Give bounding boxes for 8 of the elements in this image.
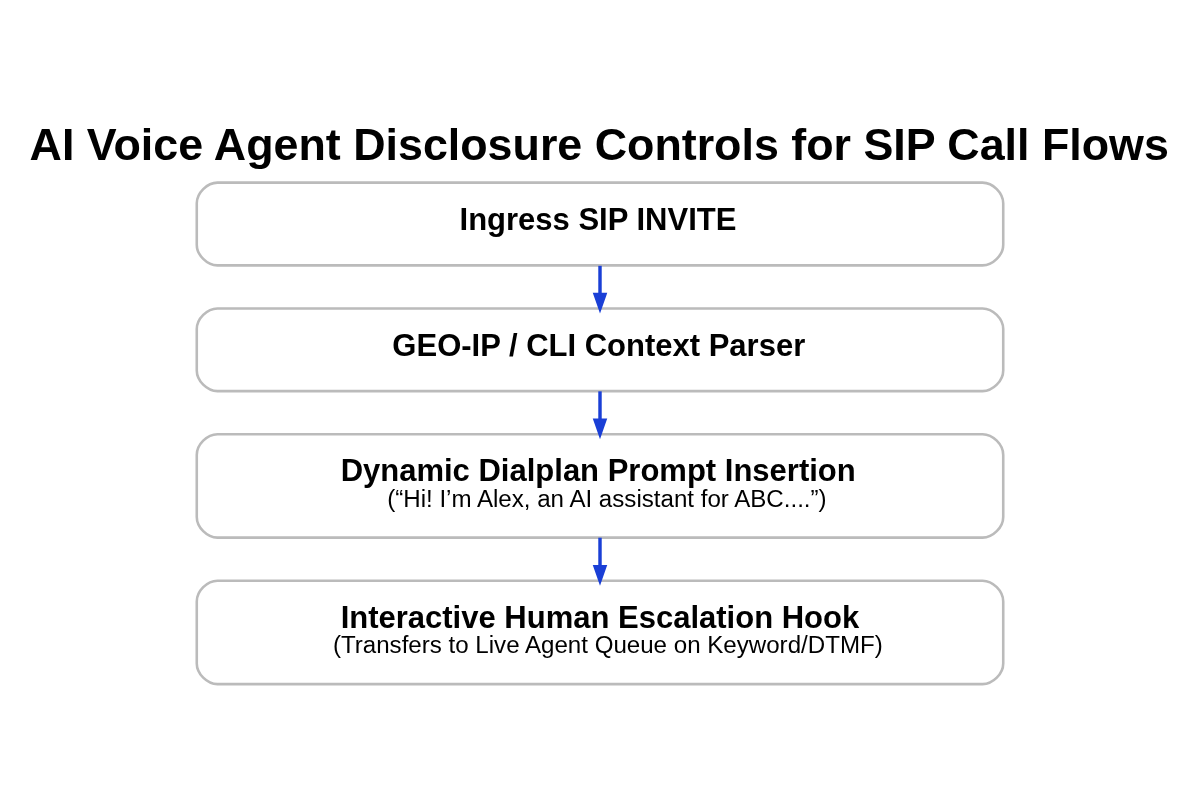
node-box: GEO-IP / CLI Context Parser — [195, 306, 1005, 392]
node-box: Interactive Human Escalation Hook (Transfers to Live Agent Queue on Keyword/DTMF) — [195, 578, 1005, 685]
arrow — [592, 537, 608, 586]
node-box: Dynamic Dialplan Prompt Insertion (“Hi! I’m Alex, an AI assistant for ABC....”) — [195, 432, 1005, 539]
diagram-title: AI Voice Agent Disclosure Controls for SIP Call Flows — [29, 118, 1169, 169]
arrow — [592, 265, 608, 314]
node-box: Ingress SIP INVITE — [195, 180, 1005, 267]
arrow — [592, 390, 608, 439]
